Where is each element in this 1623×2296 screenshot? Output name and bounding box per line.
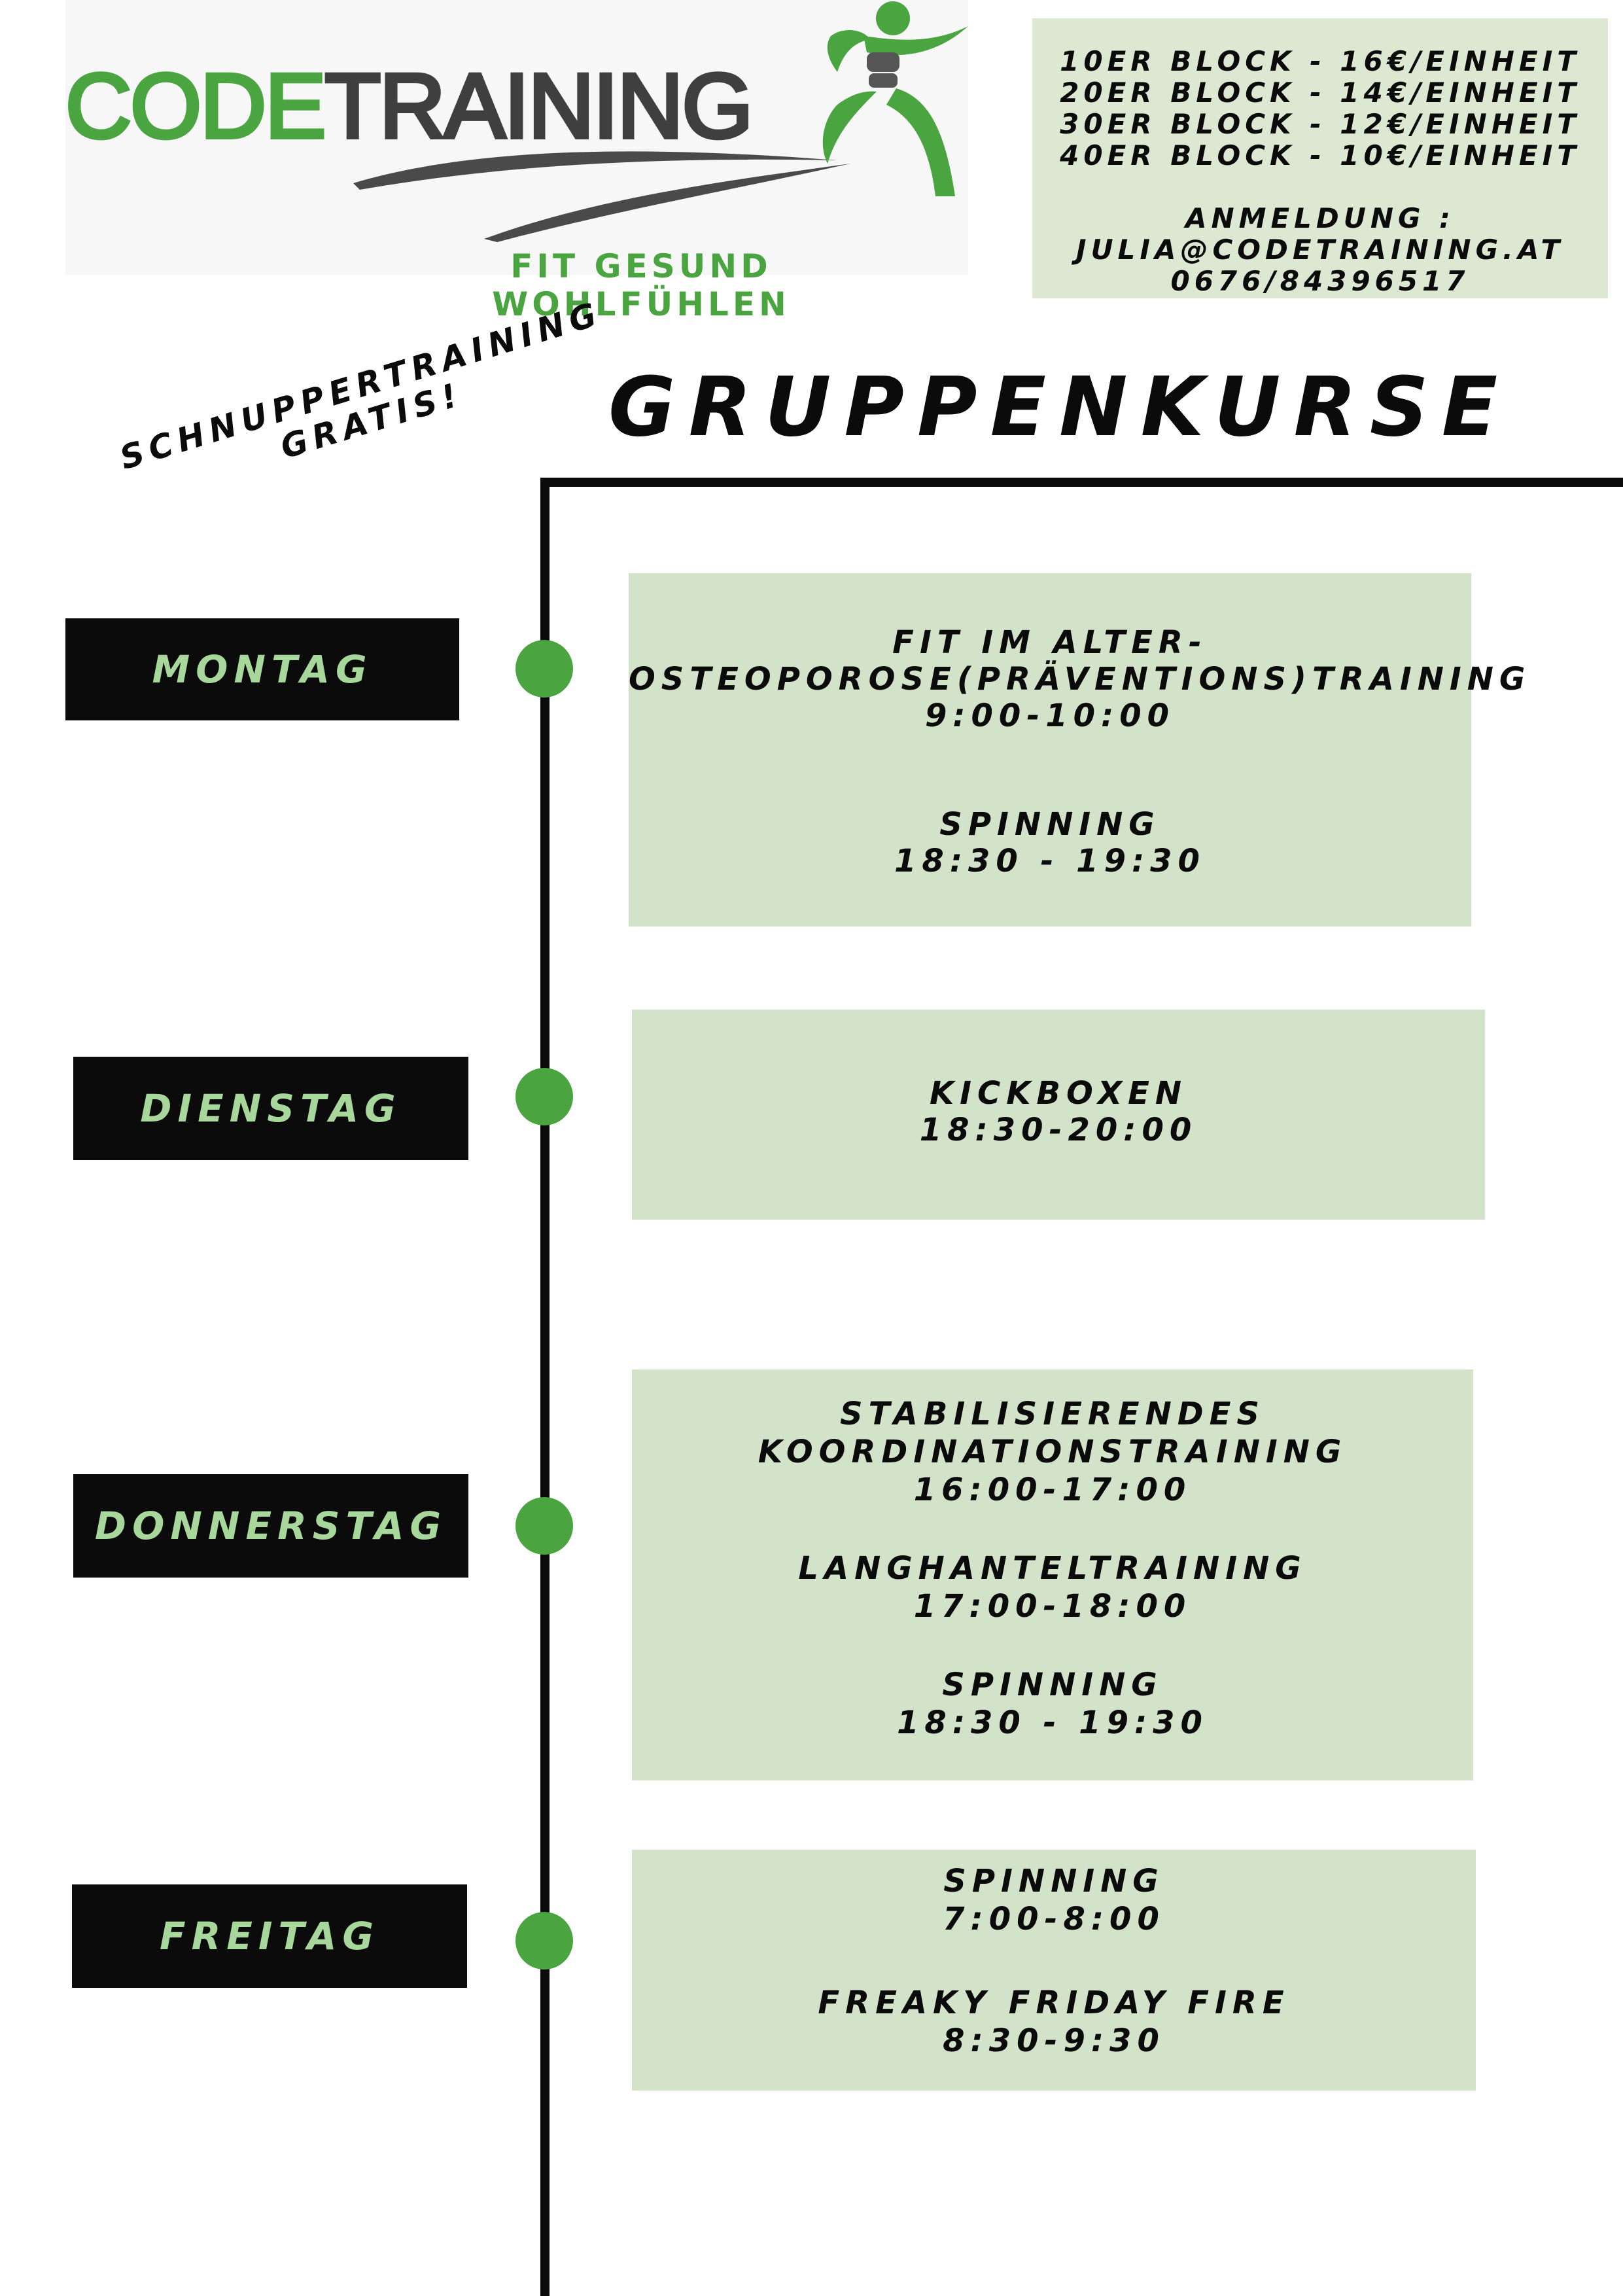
price-line: 30ER BLOCK - 12€/EINHEIT: [1060, 108, 1580, 140]
course-line: 18:30 - 19:30: [894, 843, 1206, 879]
timeline-dot: [515, 1912, 573, 1969]
course-line: 9:00-10:00: [924, 698, 1176, 734]
day-label-dienstag: DIENSTAG: [73, 1057, 468, 1160]
price-info-box: 10ER BLOCK - 16€/EINHEIT 20ER BLOCK - 14…: [1032, 18, 1608, 298]
timeline-dot: [515, 1068, 573, 1125]
course-line: STABILISIERENDES: [840, 1396, 1265, 1432]
course-line: 18:30-20:00: [919, 1112, 1198, 1148]
price-line: 10ER BLOCK - 16€/EINHEIT: [1060, 45, 1580, 77]
price-line: 40ER BLOCK - 10€/EINHEIT: [1060, 139, 1580, 171]
logo-swoosh: [353, 151, 837, 190]
course-line: SPINNING: [942, 1667, 1163, 1703]
course-box-donnerstag: STABILISIERENDES KOORDINATIONSTRAINING 1…: [632, 1369, 1473, 1780]
signup-email: JULIA@CODETRAINING.AT: [1075, 234, 1565, 266]
logo-text: CODETRAINING: [65, 54, 752, 157]
day-label-montag: MONTAG: [65, 618, 459, 720]
codetraining-logo: CODETRAINING: [65, 1, 968, 242]
course-line: KOORDINATIONSTRAINING: [758, 1434, 1348, 1470]
course-line: FREAKY FRIDAY FIRE: [818, 1985, 1290, 2021]
course-line: LANGHANTELTRAINING: [798, 1550, 1307, 1587]
course-line: FIT IM ALTER-: [892, 624, 1208, 661]
course-line: SPINNING: [943, 1863, 1164, 1899]
runner-icon: [822, 1, 968, 196]
course-line: SPINNING: [939, 806, 1161, 843]
day-label-freitag: FREITAG: [72, 1884, 467, 1988]
day-label-donnerstag: DONNERSTAG: [73, 1474, 468, 1578]
timeline-vertical-line: [540, 478, 550, 2296]
signup-label: ANMELDUNG :: [1185, 202, 1455, 234]
timeline-dot: [515, 1497, 573, 1555]
course-line: 17:00-18:00: [913, 1588, 1192, 1625]
course-line: KICKBOXEN: [929, 1075, 1188, 1112]
timeline-top-line: [540, 478, 1623, 487]
course-line: OSTEOPOROSE(PRÄVENTIONS)TRAINING: [629, 661, 1531, 698]
course-line: 7:00-8:00: [943, 1901, 1165, 1937]
course-box-montag: FIT IM ALTER- OSTEOPOROSE(PRÄVENTIONS)TR…: [629, 573, 1531, 927]
course-line: 18:30 - 19:30: [897, 1704, 1208, 1741]
logo-tagline: FIT GESUND WOHLFÜHLEN: [492, 247, 790, 323]
price-line: 20ER BLOCK - 14€/EINHEIT: [1060, 77, 1580, 109]
course-box-dienstag: KICKBOXEN 18:30-20:00: [632, 1010, 1485, 1220]
signup-phone: 0676/84396517: [1170, 265, 1470, 297]
course-line: 8:30-9:30: [943, 2022, 1165, 2059]
course-line: 16:00-17:00: [913, 1472, 1192, 1508]
course-box-freitag: SPINNING 7:00-8:00 FREAKY FRIDAY FIRE 8:…: [632, 1850, 1476, 2091]
timeline-dot: [515, 640, 573, 698]
page-title: GRUPPENKURSE: [608, 360, 1511, 455]
